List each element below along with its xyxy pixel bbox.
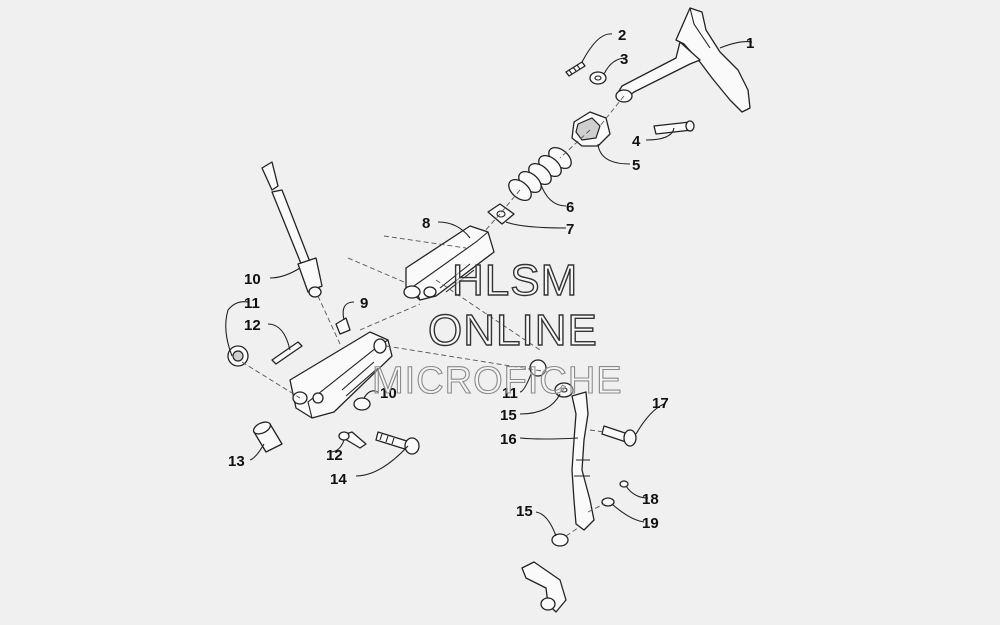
part-16-linkage <box>571 391 595 531</box>
callout-3: 3 <box>620 51 628 68</box>
part-19-washer <box>601 497 615 507</box>
part-11-nut <box>227 345 249 367</box>
callout-7: 7 <box>566 221 574 238</box>
watermark-line-1: HLSM <box>452 256 578 305</box>
watermark-line-3: MICROFICHE <box>372 360 623 402</box>
callout-leaders <box>225 33 753 537</box>
callout-18: 18 <box>642 491 659 508</box>
callout-12-upper: 12 <box>244 317 261 334</box>
part-10-cable-rod <box>261 161 323 298</box>
part-15-washer <box>554 382 574 398</box>
callout-9: 9 <box>360 295 368 312</box>
part-9-clip <box>335 317 351 335</box>
callout-11-right: 11 <box>502 385 518 402</box>
callout-16: 16 <box>500 431 517 448</box>
callout-13: 13 <box>228 453 245 470</box>
centerlines <box>241 95 625 537</box>
linkage-end <box>521 561 567 613</box>
part-13-bushing <box>252 421 283 453</box>
part-4-pin <box>653 120 695 135</box>
callout-14: 14 <box>330 471 347 488</box>
callout-2: 2 <box>618 27 626 44</box>
watermark-line-2: ONLINE <box>428 306 598 355</box>
callout-10-upper: 10 <box>244 271 261 288</box>
callout-19: 19 <box>642 515 659 532</box>
callout-6: 6 <box>566 199 574 216</box>
callout-10-lower: 10 <box>380 385 397 402</box>
part-6-spring <box>508 146 572 202</box>
callout-15-lower: 15 <box>516 503 533 520</box>
callout-12-lower: 12 <box>326 447 343 464</box>
part-3-washer <box>589 71 607 85</box>
callout-11-left: 11 <box>244 295 260 312</box>
watermark: HLSM ONLINE MICROFICHE <box>371 255 623 402</box>
lower-housing <box>289 331 393 419</box>
part-18-clip <box>619 480 629 488</box>
part-14-bolt <box>375 431 420 455</box>
callout-labels: 1 2 3 4 5 6 7 8 10 9 11 12 10 13 12 14 1… <box>228 27 754 532</box>
part-8-housing <box>403 225 495 301</box>
part-11-nut-right <box>529 359 547 377</box>
callout-15-upper: 15 <box>500 407 517 424</box>
part-7-plate <box>487 203 515 225</box>
callout-8: 8 <box>422 215 430 232</box>
callout-1: 1 <box>746 35 754 52</box>
callout-17: 17 <box>652 395 669 412</box>
part-10-ring <box>353 397 371 411</box>
callout-5: 5 <box>632 157 640 174</box>
part-15-lower-washer <box>551 533 569 547</box>
part-1-shift-lever <box>615 7 751 113</box>
part-12-lower-pin <box>338 431 367 449</box>
part-2-screw <box>565 61 586 77</box>
part-17-bolt <box>601 425 637 447</box>
callout-4: 4 <box>632 133 641 150</box>
